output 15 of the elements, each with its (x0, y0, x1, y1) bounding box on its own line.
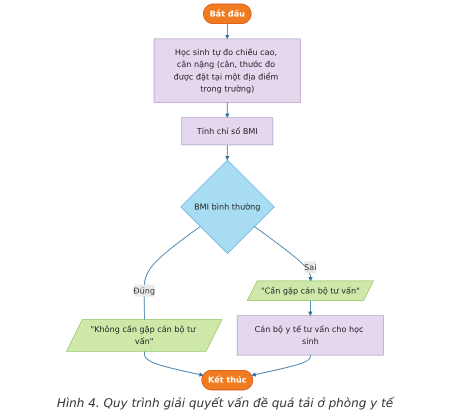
arrow (225, 102, 230, 118)
arrow (254, 226, 313, 282)
node-box: Tính chỉ số BMI (181, 117, 274, 146)
node-box: Học sinh tự đo chiều cao, cân nặng (cân, thước đo được đặt tại một địa điểm trong trường) (154, 38, 301, 103)
arrow (225, 144, 230, 160)
figure-caption: Hình 4. Quy trình giải quyết vấn đề quá tải ở phòng y tế (56, 395, 396, 412)
edge-label: Sai (304, 262, 317, 272)
connector (144, 226, 201, 320)
node-box: Cán bộ y tế tư vấn cho học sinh (236, 315, 384, 356)
arrow (308, 300, 313, 316)
arrow (144, 351, 204, 377)
arrow (251, 354, 311, 377)
edge-label: Đúng (133, 286, 156, 296)
node-diamond: BMI bình thường (180, 160, 275, 254)
arrow (225, 24, 230, 40)
